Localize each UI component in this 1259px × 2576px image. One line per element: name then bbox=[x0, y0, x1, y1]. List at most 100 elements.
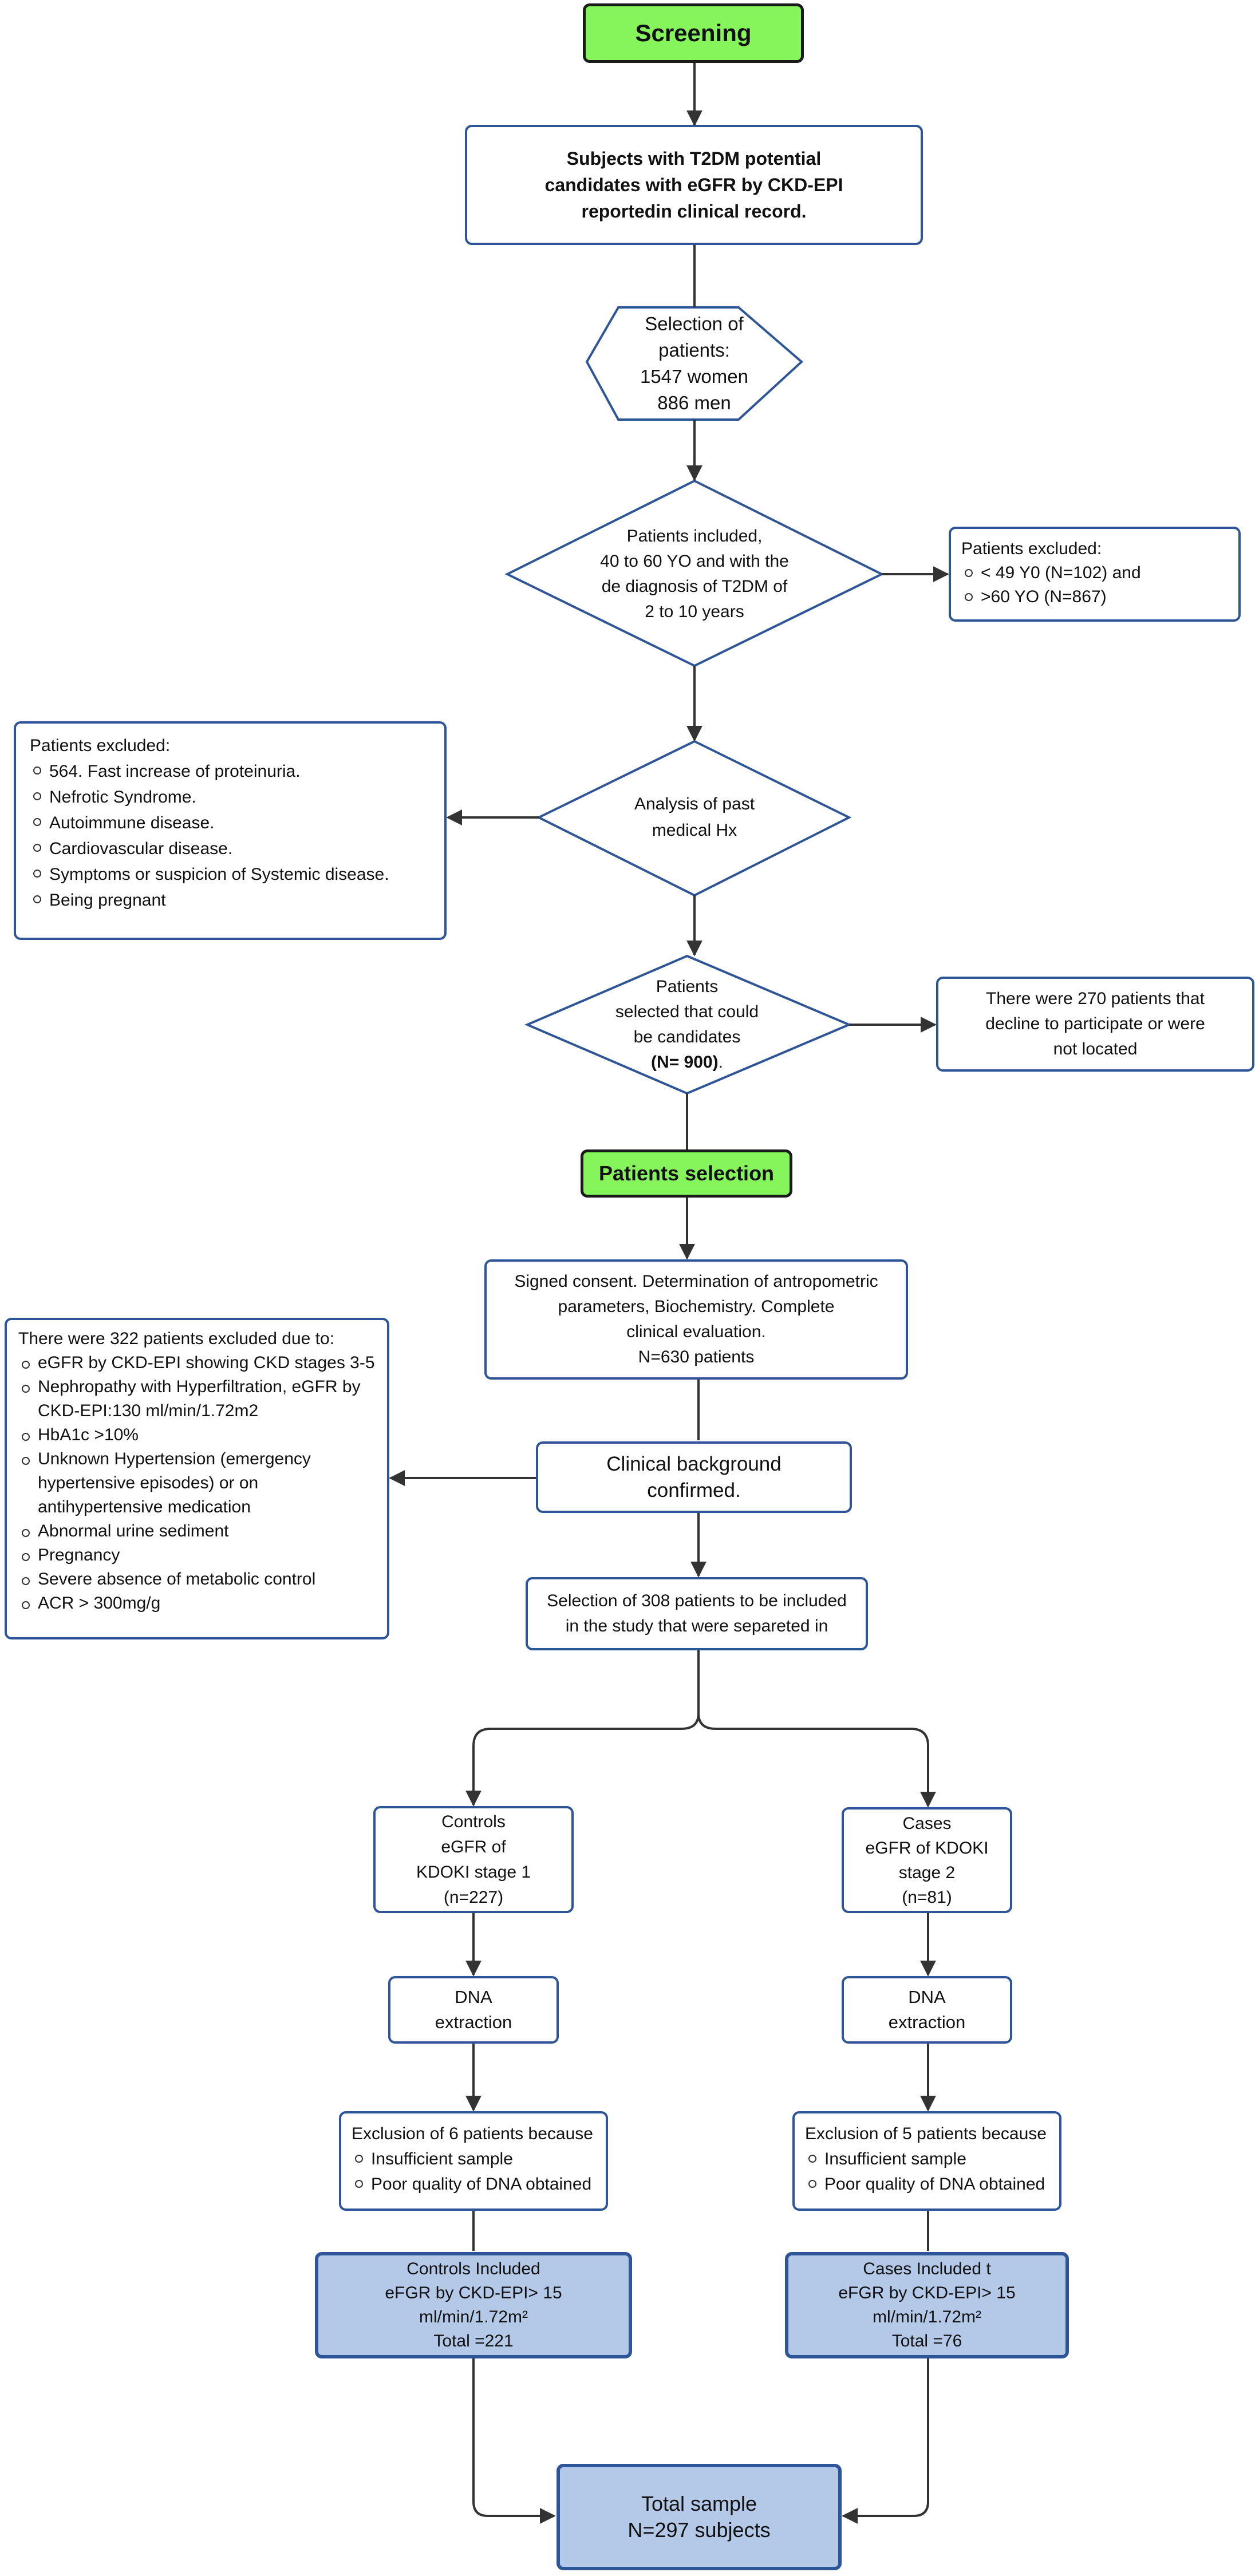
screening-label: Screening bbox=[635, 19, 752, 46]
excluded-322-item: HbA1c >10% bbox=[18, 1423, 376, 1447]
excluded-322-title: There were 322 patients excluded due to: bbox=[18, 1329, 335, 1348]
selection-line-3: 1547 women bbox=[640, 366, 748, 387]
candidates-line-2: selected that could bbox=[615, 1002, 759, 1021]
candidates-line-3: be candidates bbox=[633, 1028, 741, 1046]
excluded-hx-item: Nefrotic Syndrome. bbox=[30, 784, 431, 810]
inclusion-line-1: Patients included, bbox=[626, 527, 763, 546]
controls-line-3: KDOKI stage 1 bbox=[416, 1862, 531, 1882]
cases-included-line-1: Cases Included t bbox=[863, 2259, 991, 2278]
excluded-322-item: Pregnancy bbox=[18, 1543, 376, 1567]
subjects-line-3: reportedin clinical record. bbox=[581, 201, 807, 222]
clinical-bg-line-2: confirmed. bbox=[647, 1479, 741, 1502]
cases-included-box: Cases Included t eFGR by CKD-EPI> 15 ml/… bbox=[785, 2252, 1069, 2358]
excluded-hx-item: Cardiovascular disease. bbox=[30, 836, 431, 862]
controls-line-4: (n=227) bbox=[443, 1887, 504, 1907]
controls-included-line-4: Total =221 bbox=[433, 2332, 514, 2350]
cases-included-line-2: eFGR by CKD-EPI> 15 bbox=[838, 2283, 1016, 2302]
excluded-322-item: Abnormal urine sediment bbox=[18, 1519, 376, 1543]
exclusion-6-box: Exclusion of 6 patients because Insuffic… bbox=[339, 2111, 608, 2211]
cases-included-line-4: Total =76 bbox=[891, 2332, 962, 2350]
candidates-line-1: Patients bbox=[656, 977, 719, 996]
excluded-322-item: Unknown Hypertension (emergency hyperten… bbox=[18, 1447, 376, 1519]
declined-line-1: There were 270 patients that bbox=[986, 989, 1205, 1008]
total-line-2: N=297 subjects bbox=[627, 2518, 771, 2542]
consent-line-3: clinical evaluation. bbox=[626, 1322, 766, 1341]
patients-selection-label: Patients selection bbox=[598, 1161, 775, 1185]
inclusion-line-2: 40 to 60 YO and with the bbox=[600, 552, 789, 571]
cases-line-4: (n=81) bbox=[902, 1887, 952, 1907]
consent-line-2: parameters, Biochemistry. Complete bbox=[558, 1297, 835, 1316]
cases-box: Cases eGFR of KDOKI stage 2 (n=81) bbox=[842, 1807, 1012, 1913]
past-hx-label: Analysis of past medical Hx bbox=[590, 779, 799, 856]
cases-line-3: stage 2 bbox=[898, 1863, 956, 1882]
total-line-1: Total sample bbox=[641, 2492, 757, 2515]
dna-right-line-2: extraction bbox=[888, 2012, 966, 2032]
dna-extraction-right: DNA extraction bbox=[842, 1976, 1012, 2044]
screening-header: Screening bbox=[583, 3, 804, 63]
consent-box: Signed consent. Determination of antropo… bbox=[484, 1259, 908, 1380]
candidates-n: (N= 900) bbox=[651, 1053, 719, 1072]
excluded-age-item: < 49 Y0 (N=102) and bbox=[961, 561, 1228, 585]
dna-left-line-2: extraction bbox=[435, 2012, 512, 2032]
subjects-line-2: candidates with eGFR by CKD-EPI bbox=[544, 175, 843, 195]
inclusion-line-3: de diagnosis of T2DM of bbox=[601, 577, 788, 596]
selection-308-line-1: Selection of 308 patients to be included bbox=[547, 1591, 847, 1610]
clinical-background-box: Clinical background confirmed. bbox=[536, 1441, 852, 1513]
selection-line-2: patients: bbox=[658, 339, 730, 361]
selection-308-line-2: in the study that were separeted in bbox=[565, 1617, 828, 1635]
dna-right-line-1: DNA bbox=[908, 1987, 946, 2007]
consent-line-1: Signed consent. Determination of antropo… bbox=[514, 1272, 878, 1291]
selection-label: Selection of patients: 1547 women 886 me… bbox=[590, 307, 799, 420]
controls-included-box: Controls Included eFGR by CKD-EPI> 15 ml… bbox=[315, 2252, 632, 2358]
excluded-322-item: eGFR by CKD-EPI showing CKD stages 3-5 bbox=[18, 1351, 376, 1375]
controls-line-2: eGFR of bbox=[441, 1837, 506, 1856]
exclusion-5-item: Poor quality of DNA obtained bbox=[805, 2172, 1049, 2197]
dna-left-line-1: DNA bbox=[455, 1987, 492, 2007]
exclusion-6-title: Exclusion of 6 patients because bbox=[352, 2124, 593, 2143]
selection-308-box: Selection of 308 patients to be included… bbox=[526, 1577, 868, 1650]
declined-line-3: not located bbox=[1053, 1040, 1138, 1058]
dna-extraction-left: DNA extraction bbox=[388, 1976, 559, 2044]
excluded-age-box: Patients excluded: < 49 Y0 (N=102) and >… bbox=[949, 527, 1241, 622]
candidates-suffix: . bbox=[718, 1053, 723, 1072]
controls-included-line-2: eFGR by CKD-EPI> 15 bbox=[385, 2283, 562, 2302]
total-sample-box: Total sample N=297 subjects bbox=[557, 2464, 842, 2570]
excluded-322-item: ACR > 300mg/g bbox=[18, 1591, 376, 1615]
excluded-age-title: Patients excluded: bbox=[961, 539, 1102, 558]
excluded-hx-item: Autoimmune disease. bbox=[30, 810, 431, 836]
exclusion-6-item: Poor quality of DNA obtained bbox=[352, 2172, 595, 2197]
declined-line-2: decline to participate or were bbox=[985, 1014, 1205, 1033]
subjects-line-1: Subjects with T2DM potential bbox=[566, 148, 822, 169]
candidates-line-4: (N= 900). bbox=[651, 1050, 723, 1075]
excluded-322-box: There were 322 patients excluded due to:… bbox=[5, 1318, 389, 1639]
controls-box: Controls eGFR of KDOKI stage 1 (n=227) bbox=[373, 1806, 574, 1913]
excluded-322-item: Severe absence of metabolic control bbox=[18, 1567, 376, 1591]
excluded-hx-title: Patients excluded: bbox=[30, 736, 171, 755]
controls-included-line-1: Controls Included bbox=[406, 2259, 540, 2278]
controls-included-line-3: ml/min/1.72m² bbox=[419, 2308, 528, 2326]
exclusion-6-item: Insufficient sample bbox=[352, 2147, 595, 2172]
candidates-label: Patients selected that could be candidat… bbox=[573, 967, 802, 1082]
patients-selection-header: Patients selection bbox=[581, 1149, 792, 1198]
excluded-hx-item: 564. Fast increase of proteinuria. bbox=[30, 758, 431, 784]
past-hx-line-2: medical Hx bbox=[652, 821, 737, 840]
inclusion-label: Patients included, 40 to 60 YO and with … bbox=[567, 515, 822, 633]
cases-included-line-3: ml/min/1.72m² bbox=[872, 2308, 982, 2326]
clinical-bg-line-1: Clinical background bbox=[606, 1452, 782, 1475]
inclusion-line-4: 2 to 10 years bbox=[645, 602, 744, 621]
cases-line-2: eGFR of KDOKI bbox=[865, 1838, 989, 1858]
past-hx-line-1: Analysis of past bbox=[634, 795, 755, 813]
exclusion-5-item: Insufficient sample bbox=[805, 2147, 1049, 2172]
consent-line-4: N=630 patients bbox=[638, 1348, 755, 1366]
cases-line-1: Cases bbox=[902, 1814, 952, 1833]
controls-line-1: Controls bbox=[441, 1812, 506, 1831]
selection-hexagon bbox=[585, 306, 804, 421]
excluded-hx-box: Patients excluded: 564. Fast increase of… bbox=[14, 721, 447, 940]
selection-line-1: Selection of bbox=[645, 313, 744, 334]
excluded-hx-item: Being pregnant bbox=[30, 887, 431, 913]
selection-line-4: 886 men bbox=[657, 392, 731, 413]
excluded-322-item: Nephropathy with Hyperfiltration, eGFR b… bbox=[18, 1375, 376, 1423]
exclusion-5-title: Exclusion of 5 patients because bbox=[805, 2124, 1047, 2143]
exclusion-5-box: Exclusion of 5 patients because Insuffic… bbox=[792, 2111, 1061, 2211]
